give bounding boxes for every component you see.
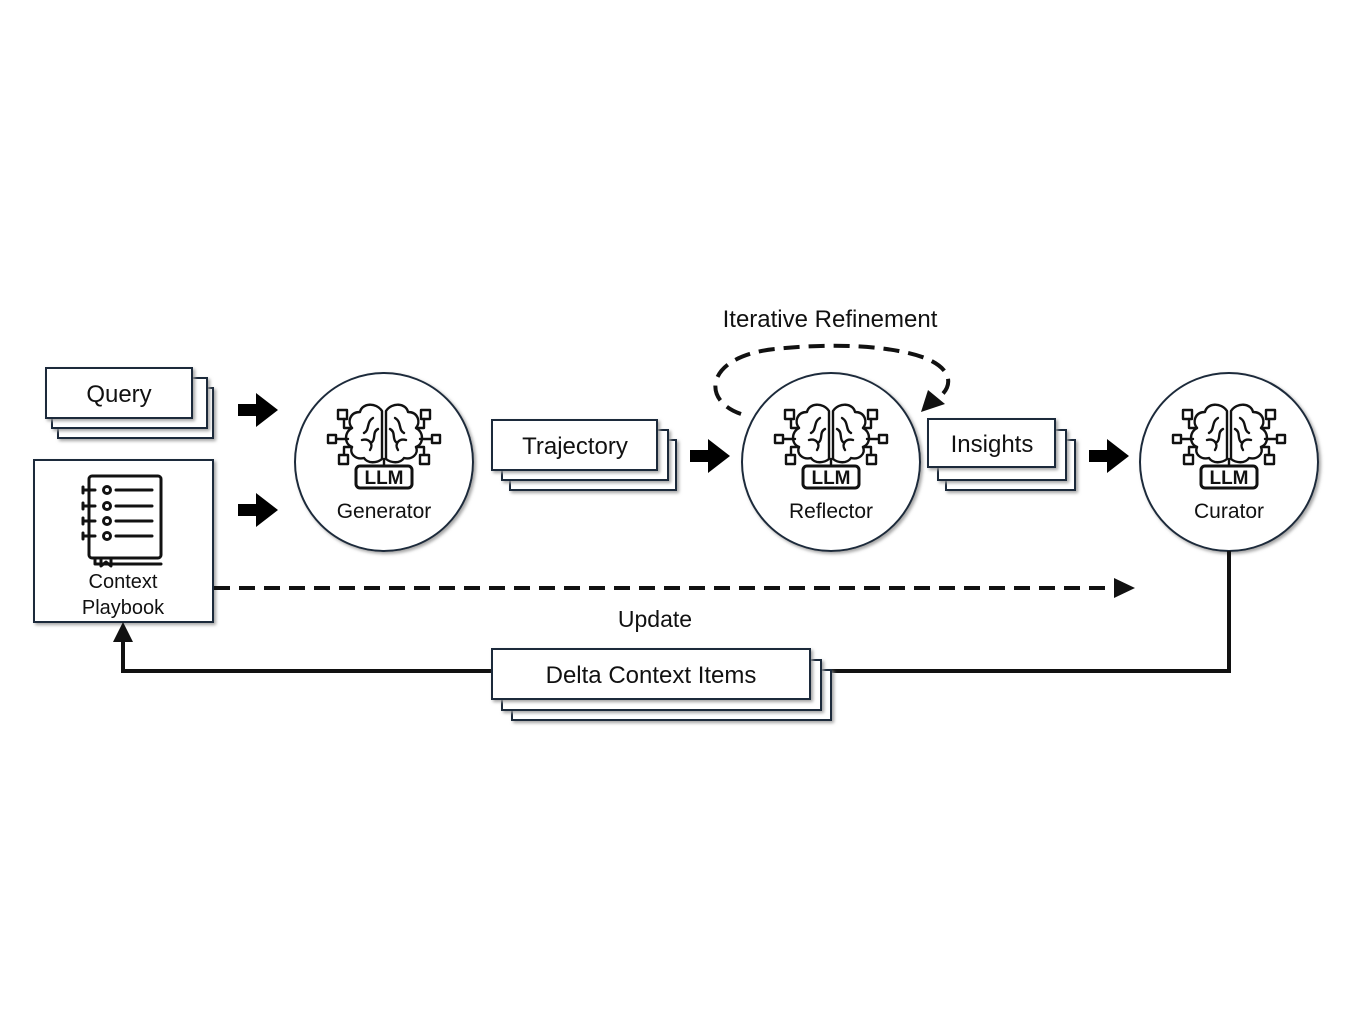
delta-context-items-label: Delta Context Items [546, 662, 757, 689]
refinement-arrowhead-icon [921, 390, 945, 412]
insights-to-curator-arrow-icon [1089, 439, 1129, 473]
update-label: Update [618, 606, 692, 632]
trajectory-label: Trajectory [522, 433, 628, 460]
delta-context-items-stack: Delta Context Items [491, 648, 832, 721]
query-to-generator-arrow-icon [238, 393, 278, 427]
playbook-to-generator-arrow-icon [238, 493, 278, 527]
playbook-label: Playbook [82, 597, 165, 619]
query-stack: Query [45, 367, 214, 439]
context-playbook-box: Context Playbook [33, 459, 214, 623]
context-label: Context [89, 571, 158, 593]
insights-stack: Insights [927, 418, 1076, 491]
generator-badge: LLM [364, 468, 403, 489]
iterative-refinement-label: Iterative Refinement [723, 306, 938, 333]
delta-to-playbook-line [121, 642, 492, 673]
playbook-arrowhead-icon [113, 622, 133, 642]
generator-label: Generator [337, 500, 432, 523]
trajectory-to-reflector-arrow-icon [690, 439, 730, 473]
reflector-badge: LLM [811, 468, 850, 489]
query-label: Query [86, 381, 151, 408]
reflector-label: Reflector [789, 500, 873, 523]
reflector-node: LLM Reflector [741, 372, 921, 552]
generator-node: LLM Generator [294, 372, 474, 552]
insights-label: Insights [951, 431, 1034, 458]
notebook-icon [81, 474, 163, 568]
update-arrowhead-icon [1114, 578, 1135, 598]
curator-label: Curator [1194, 500, 1264, 523]
curator-to-delta-line [830, 551, 1231, 673]
curator-node: LLM Curator [1139, 372, 1319, 552]
curator-badge: LLM [1209, 468, 1248, 489]
trajectory-stack: Trajectory [491, 419, 677, 491]
